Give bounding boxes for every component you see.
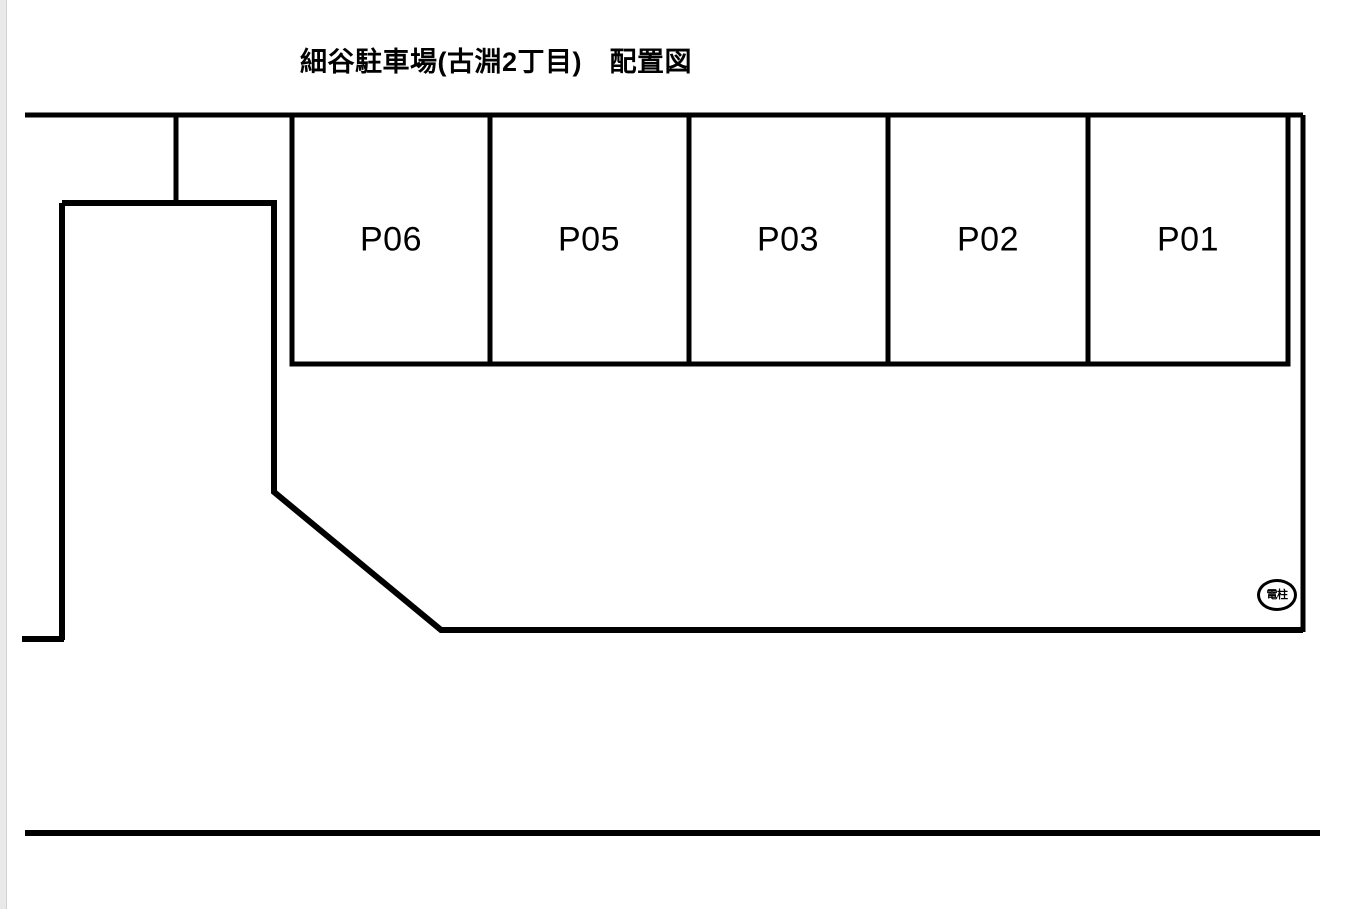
scan-edge-line <box>6 0 7 909</box>
utility-pole-icon: 電柱 <box>1257 579 1297 611</box>
scan-edge-strip <box>0 0 7 909</box>
adjacent-lot-outline <box>62 200 1303 633</box>
utility-pole-label: 電柱 <box>1266 588 1289 601</box>
stall-label-p02: P02 <box>957 220 1019 259</box>
stall-label-p03: P03 <box>757 220 819 259</box>
page-title: 細谷駐車場(古淵2丁目) 配置図 <box>300 47 692 77</box>
stall-label-p05: P05 <box>558 220 620 259</box>
parking-block-outline <box>289 112 1291 367</box>
stall-label-p01: P01 <box>1157 220 1219 259</box>
stall-label-p06: P06 <box>360 220 422 259</box>
